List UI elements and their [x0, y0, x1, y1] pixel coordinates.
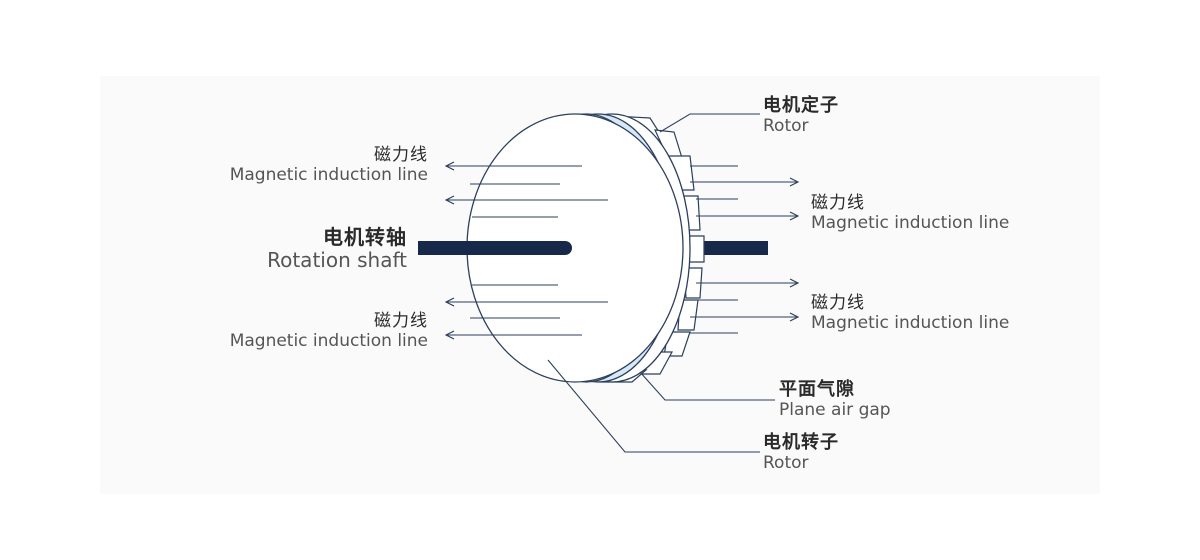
flux-label-left-top-en: Magnetic induction line: [229, 164, 428, 185]
shaft-left: [418, 241, 572, 255]
flux-label-right-top-zh: 磁力线: [811, 193, 865, 213]
air-gap-label-zh: 平面气隙: [779, 379, 855, 400]
flux-label-right-bottom: 磁力线 Magnetic induction line: [811, 293, 1010, 333]
air-gap-label: 平面气隙 Plane air gap: [779, 379, 891, 420]
flux-label-right-top: 磁力线 Magnetic induction line: [811, 193, 1010, 233]
stator-label: 电机定子 Rotor: [763, 95, 839, 136]
shaft-right: [700, 241, 768, 255]
flux-label-right-bottom-en: Magnetic induction line: [811, 312, 1010, 333]
flux-label-left-bottom-zh: 磁力线: [374, 311, 428, 331]
flux-label-right-bottom-zh: 磁力线: [811, 293, 865, 313]
leader-lines: [547, 113, 775, 453]
left-flux-lines: [446, 166, 608, 335]
stator-label-zh: 电机定子: [763, 95, 839, 116]
rotor-label-zh: 电机转子: [763, 432, 839, 453]
right-flux-lines: [690, 165, 798, 334]
rotor-label-en: Rotor: [763, 452, 809, 473]
shaft-label-en: Rotation shaft: [267, 248, 407, 272]
air-gap-label-en: Plane air gap: [779, 399, 891, 420]
flux-label-right-top-en: Magnetic induction line: [811, 212, 1010, 233]
flux-label-left-top: 磁力线 Magnetic induction line: [229, 145, 428, 185]
stator-label-en: Rotor: [763, 115, 809, 136]
rotor-label: 电机转子 Rotor: [763, 432, 839, 473]
shaft-label-zh: 电机转轴: [323, 225, 407, 249]
flux-label-left-top-zh: 磁力线: [374, 145, 428, 165]
shaft-label: 电机转轴 Rotation shaft: [267, 226, 407, 272]
flux-label-left-bottom: 磁力线 Magnetic induction line: [229, 311, 428, 351]
flux-label-left-bottom-en: Magnetic induction line: [229, 330, 428, 351]
